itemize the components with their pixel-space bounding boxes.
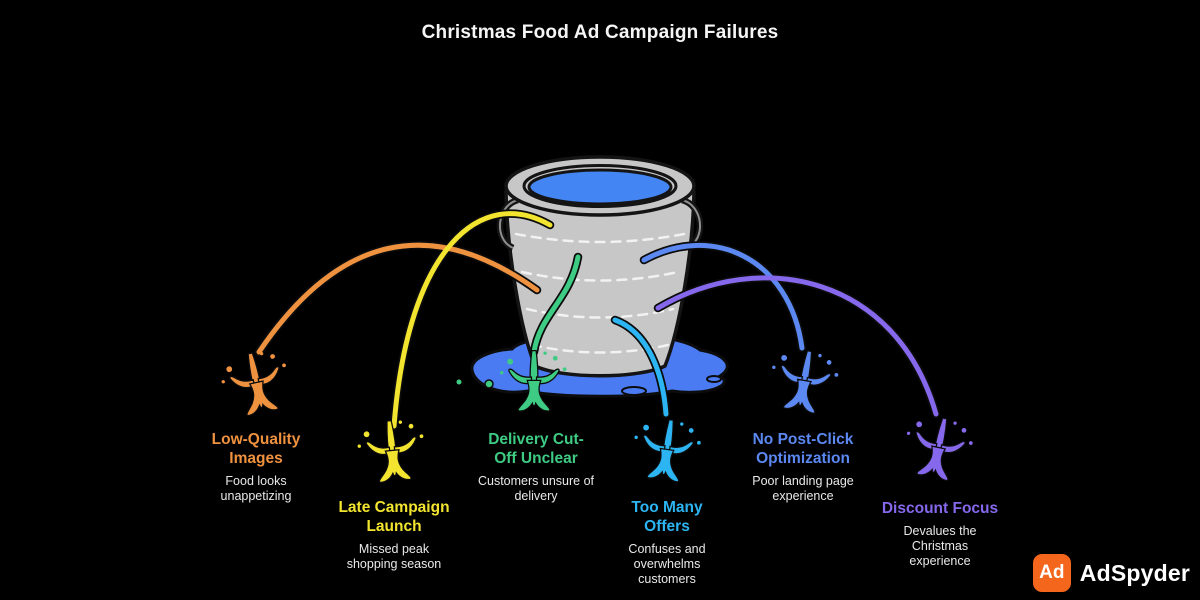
puddle-droplet bbox=[706, 375, 722, 383]
failure-title: Late Campaign Launch bbox=[338, 499, 450, 535]
splash-icon bbox=[628, 414, 704, 485]
failure-label: Late Campaign Launch Missed peak shoppin… bbox=[319, 498, 469, 572]
stray-droplet bbox=[456, 379, 462, 385]
bucket-body bbox=[504, 190, 696, 378]
puddle-droplet bbox=[621, 386, 647, 396]
stream-arc-delivery-cutoff bbox=[531, 254, 581, 355]
failure-label: Too Many Offers Confuses and overwhelms … bbox=[617, 498, 717, 587]
stray-droplet bbox=[484, 379, 494, 389]
failure-description: Devalues the Christmas experience bbox=[903, 524, 977, 568]
stream-arc-late-campaign bbox=[391, 211, 553, 429]
bucket-dashed-lines bbox=[514, 232, 686, 354]
failure-description: Missed peak shopping season bbox=[346, 542, 442, 571]
failure-description: Confuses and overwhelms customers bbox=[628, 542, 706, 586]
failure-description: Customers unsure of delivery bbox=[477, 474, 595, 503]
failure-description: Food looks unappetizing bbox=[220, 474, 292, 503]
stream-arc-no-post-click bbox=[641, 242, 805, 351]
stream-arc-too-many-offers bbox=[612, 317, 669, 417]
failure-label: No Post-Click Optimization Poor landing … bbox=[733, 430, 873, 504]
splash-icon bbox=[898, 410, 978, 485]
failure-title: No Post-Click Optimization bbox=[752, 431, 854, 467]
failure-title: Delivery Cut-Off Unclear bbox=[488, 431, 584, 467]
splash-icon bbox=[764, 344, 843, 417]
bucket-handle-left bbox=[496, 196, 520, 251]
brand-logo: Ad AdSpyder bbox=[1032, 554, 1190, 592]
failure-title: Discount Focus bbox=[881, 500, 999, 517]
adspyder-logo-icon: Ad bbox=[1032, 554, 1071, 592]
adspyder-logo-text: AdSpyder bbox=[1079, 559, 1190, 586]
failure-label: Discount Focus Devalues the Christmas ex… bbox=[870, 499, 1010, 569]
splash-icon bbox=[354, 416, 429, 486]
failure-description: Poor landing page experience bbox=[752, 474, 854, 503]
stream-arc-discount-focus bbox=[655, 275, 939, 417]
failure-label: Low-Quality Images Food looks unappetizi… bbox=[196, 430, 316, 504]
stream-arc-low-quality-images bbox=[256, 242, 540, 355]
bucket-water bbox=[527, 168, 673, 206]
failure-title: Too Many Offers bbox=[631, 499, 703, 535]
failure-label: Delivery Cut-Off Unclear Customers unsur… bbox=[461, 430, 611, 504]
splash-icon bbox=[216, 346, 296, 421]
page-title: Christmas Food Ad Campaign Failures bbox=[421, 22, 779, 43]
failure-title: Low-Quality Images bbox=[211, 431, 301, 467]
